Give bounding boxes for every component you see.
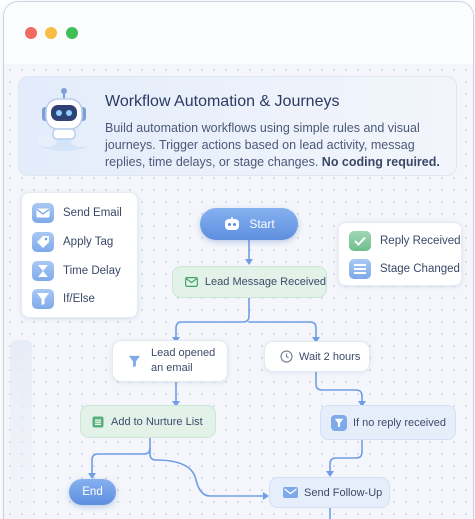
connector-lead-message-split <box>175 297 317 341</box>
list-icon <box>91 415 105 429</box>
action-toolbox: Send Email Apply Tag Time Delay If/Else <box>21 192 138 318</box>
clock-icon <box>279 350 293 364</box>
start-node[interactable]: Start <box>200 208 298 240</box>
hourglass-icon <box>32 261 54 281</box>
toolbox-item-send-email[interactable]: Send Email <box>32 201 122 225</box>
end-node[interactable]: End <box>69 479 116 505</box>
toolbox-item-if-else[interactable]: If/Else <box>32 287 95 311</box>
list-icon <box>349 259 371 279</box>
arrow-to-lead-message <box>245 259 253 265</box>
trigger-item-stage-changed[interactable]: Stage Changed <box>349 257 460 281</box>
lead-opened-text: Lead opened an email <box>151 346 215 376</box>
arrow-to-nurture <box>172 401 180 407</box>
filter-icon <box>127 354 141 368</box>
filter-icon <box>331 414 347 431</box>
mail-icon <box>32 203 54 223</box>
hero-description-emphasis: No coding required. <box>321 155 440 169</box>
toolbox-item-apply-tag[interactable]: Apply Tag <box>32 230 113 254</box>
connector-wait-to-no-reply <box>315 371 363 405</box>
connector-no-reply-to-follow-up <box>329 439 363 475</box>
arrow-to-end <box>88 473 96 479</box>
title-bar <box>4 2 473 64</box>
wait-label: Wait 2 hours <box>299 350 361 363</box>
toolbox-item-label: Send Email <box>63 207 122 219</box>
maximize-window-button[interactable] <box>66 27 78 39</box>
filter-icon <box>32 289 54 309</box>
hero-description-text: Build automation workflows using simple … <box>105 121 420 169</box>
toolbox-item-label: Time Delay <box>63 265 121 277</box>
no-reply-label: If no reply received <box>353 416 446 429</box>
minimize-window-button[interactable] <box>45 27 57 39</box>
check-icon <box>349 231 371 251</box>
mail-icon <box>282 486 298 500</box>
mail-icon <box>185 275 199 289</box>
lead-opened-email-node[interactable]: Lead opened an email <box>112 340 228 382</box>
hero-description: Build automation workflows using simple … <box>105 120 450 171</box>
toolbox-item-label: If/Else <box>63 293 95 305</box>
lead-message-label: Lead Message Received <box>204 276 326 288</box>
close-window-button[interactable] <box>25 27 37 39</box>
toolbox-item-time-delay[interactable]: Time Delay <box>32 259 121 283</box>
follow-up-label: Send Follow-Up <box>304 486 383 499</box>
robot-small-icon <box>223 217 241 231</box>
no-reply-condition-node[interactable]: If no reply received <box>320 405 456 440</box>
lead-opened-line1: Lead opened <box>151 347 216 359</box>
arrow-to-no-reply <box>358 401 366 407</box>
toolbox-item-label: Apply Tag <box>63 236 114 248</box>
nurture-label: Add to Nurture List <box>111 415 203 428</box>
lead-opened-line2: an email <box>151 362 193 374</box>
start-label: Start <box>249 217 275 231</box>
arrow-to-follow-up-top <box>326 471 334 477</box>
wait-node[interactable]: Wait 2 hours <box>264 341 370 372</box>
send-follow-up-node[interactable]: Send Follow-Up <box>269 477 390 508</box>
end-label: End <box>82 486 103 498</box>
hero-banner: Workflow Automation & Journeys Build aut… <box>18 76 457 176</box>
trigger-item-label: Stage Changed <box>380 263 460 275</box>
lead-message-received-node[interactable]: Lead Message Received <box>172 266 327 298</box>
robot-icon <box>37 88 91 151</box>
add-to-nurture-list-node[interactable]: Add to Nurture List <box>80 405 216 438</box>
connector-nurture-to-follow-up <box>149 447 267 497</box>
trigger-item-label: Reply Received <box>380 235 461 247</box>
connector-nurture-to-end <box>91 437 151 477</box>
arrow-to-follow-up-left <box>263 492 269 500</box>
arrow-to-wait <box>312 337 320 343</box>
page-title: Workflow Automation & Journeys <box>105 93 340 110</box>
trigger-item-reply-received[interactable]: Reply Received <box>349 229 461 253</box>
side-panel-strip <box>10 340 32 519</box>
tag-icon <box>32 232 54 252</box>
trigger-panel: Reply Received Stage Changed <box>338 222 462 286</box>
